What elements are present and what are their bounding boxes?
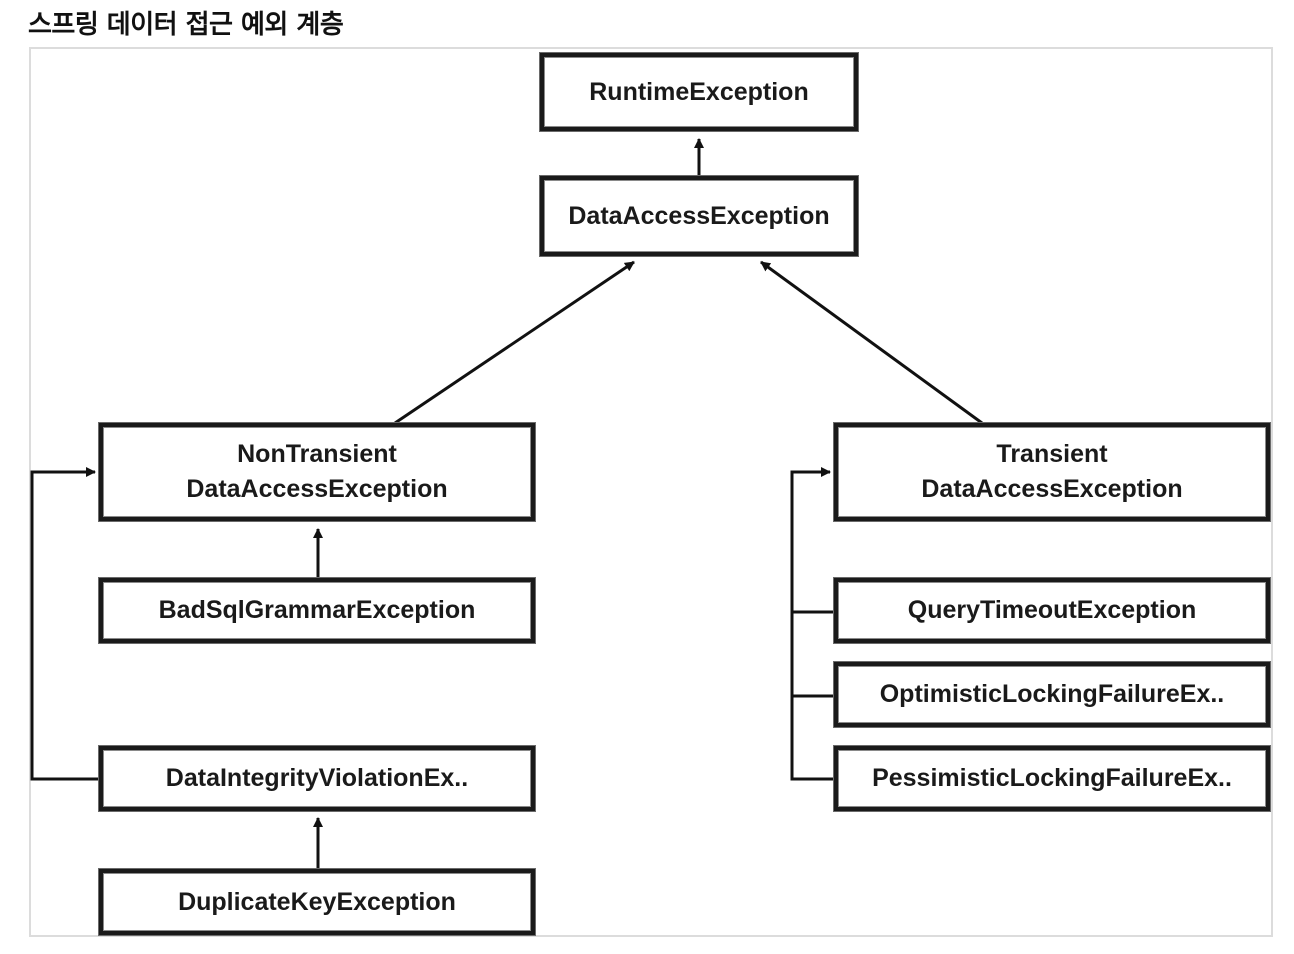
edge-transient-to-dataaccess [760,260,983,425]
node-label: DuplicateKeyException [178,887,456,916]
node-label: DataIntegrityViolationEx.. [165,764,469,792]
node-label: QueryTimeoutException [907,596,1197,624]
node-data-integrity-violation-exception: DataIntegrityViolationEx.. [99,746,535,811]
node-label: PessimisticLockingFailureEx.. [872,764,1232,792]
edge-transient-children-bracket [790,467,834,781]
node-runtime-exception: RuntimeException [540,53,858,131]
node-label: RuntimeException [589,77,809,106]
node-data-access-exception: DataAccessException [540,176,858,256]
node-label: DataAccessException [568,201,830,230]
page-title: 스프링 데이터 접근 예외 계층 [28,10,344,40]
node-label: BadSqlGrammarException [158,596,476,624]
edge-integrity-to-nontransient [30,467,99,781]
node-pessimistic-locking-failure-exception: PessimisticLockingFailureEx.. [834,746,1270,811]
node-query-timeout-exception: QueryTimeoutException [834,578,1270,643]
node-bad-sql-grammar-exception: BadSqlGrammarException [99,578,535,643]
node-transient-data-access-exception: Transient DataAccessException [834,423,1270,521]
node-label: OptimisticLockingFailureEx.. [879,680,1225,708]
node-label-line2: DataAccessException [186,475,448,503]
diagram-frame [29,47,1273,937]
edge-nontransient-to-dataaccess [394,260,635,425]
node-label-line1: NonTransient [237,440,397,468]
node-optimistic-locking-failure-exception: OptimisticLockingFailureEx.. [834,662,1270,727]
node-label-line1: Transient [996,440,1108,468]
node-duplicate-key-exception: DuplicateKeyException [99,869,535,935]
node-non-transient-data-access-exception: NonTransient DataAccessException [99,423,535,521]
node-label-line2: DataAccessException [921,475,1183,503]
